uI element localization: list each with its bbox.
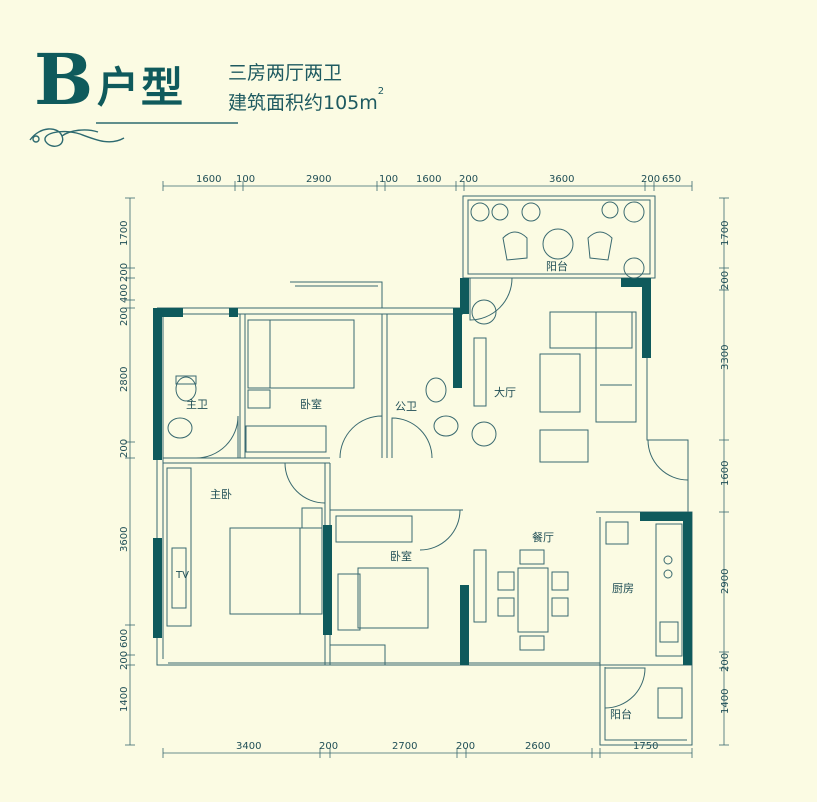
dim-right-4: 1600 xyxy=(720,461,731,486)
bedroom-mid-bed xyxy=(337,567,429,631)
dim-left-2: 200 xyxy=(119,263,130,282)
dim-left-3: 400 xyxy=(119,284,130,303)
tv-cabinet-living xyxy=(473,337,487,407)
bedroom-top-wardrobe xyxy=(245,425,327,453)
area-value: 建筑面积约105m xyxy=(228,92,378,114)
master-wardrobe xyxy=(166,467,192,627)
wall-bath-cap xyxy=(153,308,183,317)
sofa xyxy=(549,311,637,423)
wall-bath-right xyxy=(229,308,238,317)
label-living-room: 大厅 xyxy=(494,385,516,399)
dim-top-9: 650 xyxy=(662,174,681,185)
living-rug xyxy=(539,429,589,463)
dim-right-3: 3300 xyxy=(720,345,731,370)
left-dimensions: 1700 200 400 200 2800 200 3600 600 200 1… xyxy=(119,221,130,712)
dim-left-9: 200 xyxy=(119,651,130,670)
label-kitchen: 厨房 xyxy=(612,582,634,595)
dim-right-7: 1400 xyxy=(720,689,731,714)
coffee-table xyxy=(539,353,581,413)
dim-right-6: 200 xyxy=(720,653,731,672)
dim-top-6: 200 xyxy=(459,174,478,185)
public-bath-fixtures xyxy=(425,377,459,437)
dim-left-6: 200 xyxy=(119,439,130,458)
wall-living-top-right xyxy=(621,278,651,287)
label-bedroom-mid: 卧室 xyxy=(390,549,412,563)
wall-kitchen-right xyxy=(683,512,692,665)
dim-top-2: 100 xyxy=(236,174,255,185)
area-unit-sup: 2 xyxy=(377,86,385,97)
dim-right-1: 1700 xyxy=(720,221,731,246)
wall-kitchen-top xyxy=(640,512,692,521)
master-bath-fixtures xyxy=(167,375,197,439)
top-dimensions: 1600 100 2900 100 1600 200 3600 200 650 xyxy=(196,174,681,185)
tv-cabinet-master xyxy=(171,547,187,609)
furniture xyxy=(166,201,683,719)
top-ticks xyxy=(162,181,693,191)
bedroom-top-bed xyxy=(247,319,355,409)
washer xyxy=(657,687,683,719)
wall-living-right xyxy=(642,278,651,358)
dim-top-3: 2900 xyxy=(306,174,331,185)
right-dimensions: 1700 200 3300 1600 2900 200 1400 xyxy=(720,221,731,714)
dim-left-5: 2800 xyxy=(119,367,130,392)
label-bedroom-top: 卧室 xyxy=(300,397,322,411)
thick-walls xyxy=(153,278,692,665)
dim-bottom-4: 200 xyxy=(456,741,475,752)
dim-left-4: 200 xyxy=(119,307,130,326)
label-balcony-top: 阳台 xyxy=(546,259,568,273)
bottom-ticks xyxy=(162,748,693,758)
dim-bottom-1: 3400 xyxy=(236,741,261,752)
dim-top-5: 1600 xyxy=(416,174,441,185)
master-bed xyxy=(229,507,323,615)
plants xyxy=(470,201,645,447)
dim-top-8: 200 xyxy=(641,174,660,185)
title-block: B 户型 三房两厅两卫 建筑面积约105m2 xyxy=(34,38,384,150)
area-text: 建筑面积约105m2 xyxy=(228,86,385,115)
dim-right-2: 200 xyxy=(720,271,731,290)
title-ornament xyxy=(29,122,238,147)
unit-type-label: 户型 xyxy=(97,63,186,112)
wall-dining-left xyxy=(460,585,469,665)
label-master-bath: 主卫 xyxy=(186,398,208,411)
wall-left-bottom xyxy=(153,538,162,638)
dining-cabinet xyxy=(473,549,487,623)
dim-right-5: 2900 xyxy=(720,569,731,594)
dim-top-4: 100 xyxy=(379,174,398,185)
right-ticks xyxy=(719,197,729,746)
label-master-bedroom: 主卧 xyxy=(210,488,232,501)
label-public-bath: 公卫 xyxy=(395,400,417,413)
dim-left-8: 600 xyxy=(119,629,130,648)
label-tv: TV xyxy=(175,570,189,581)
dim-bottom-6: 1750 xyxy=(633,741,658,752)
bottom-dimensions: 3400 200 2700 200 2600 1750 xyxy=(236,741,658,752)
wall-living-left xyxy=(460,278,469,314)
room-labels: 阳台 大厅 卧室 公卫 主卫 主卧 卧室 餐厅 厨房 阳台 TV xyxy=(175,259,634,721)
dim-bottom-2: 200 xyxy=(319,741,338,752)
wall-outlines xyxy=(156,195,693,746)
label-dining: 餐厅 xyxy=(532,530,554,544)
kitchen-fixtures xyxy=(605,521,683,657)
wall-left-top xyxy=(153,308,162,460)
unit-letter: B xyxy=(34,38,94,121)
balcony-chairs xyxy=(502,228,613,261)
dim-left-7: 3600 xyxy=(119,527,130,552)
dimension-lines xyxy=(125,181,729,758)
dim-left-1: 1700 xyxy=(119,221,130,246)
dim-top-7: 3600 xyxy=(549,174,574,185)
dining-table xyxy=(497,549,569,651)
doors xyxy=(195,277,689,709)
bedroom-mid-wardrobe xyxy=(335,515,413,543)
dim-left-10: 1400 xyxy=(119,687,130,712)
layout-text: 三房两厅两卫 xyxy=(228,62,343,84)
dim-top-1: 1600 xyxy=(196,174,221,185)
left-ticks xyxy=(125,197,135,746)
wall-mid-1 xyxy=(453,308,462,388)
dim-bottom-5: 2600 xyxy=(525,741,550,752)
label-balcony-bottom: 阳台 xyxy=(610,707,632,721)
wall-bedroom-left xyxy=(323,525,332,635)
dim-bottom-3: 2700 xyxy=(392,741,417,752)
